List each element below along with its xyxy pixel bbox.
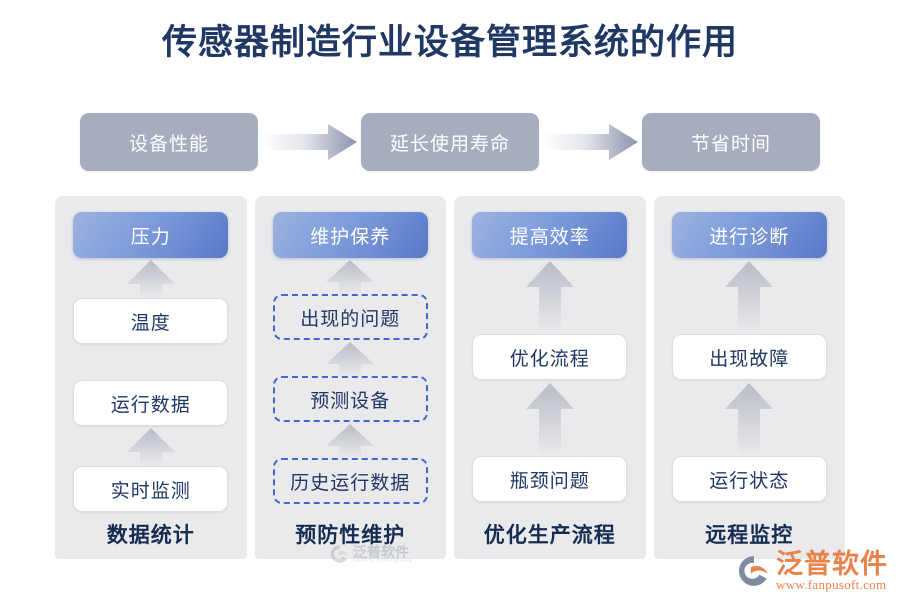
- column-node-2-1[interactable]: 出现的问题: [272, 294, 428, 340]
- column-node-1-3[interactable]: 实时监测: [73, 466, 229, 512]
- arrow-up-icon: [123, 426, 179, 466]
- column-node-4-2[interactable]: 运行状态: [671, 456, 827, 502]
- column-node-1-1[interactable]: 温度: [73, 298, 229, 344]
- column-footer-1: 数据统计: [106, 523, 195, 547]
- columns-container: 压力 温度 运行数据 实时监测: [55, 196, 845, 559]
- fanpu-swoosh-icon: [738, 556, 768, 586]
- column-stack-3: 提高效率 优化流程 瓶颈问题: [454, 212, 646, 512]
- column-panel-2: 维护保养 出现的问题 预测设备: [254, 196, 447, 559]
- column-footer-3: 优化生产流程: [483, 523, 616, 547]
- arrow-up-icon: [322, 340, 378, 376]
- arrow-up-icon: [322, 422, 378, 458]
- arrow-right-icon: [539, 122, 642, 162]
- top-flow-box-1[interactable]: 设备性能: [80, 113, 258, 171]
- column-footer-4: 远程监控: [705, 523, 794, 547]
- column-panel-4: 进行诊断 出现故障 运行状态 远程监控: [653, 196, 846, 559]
- column-node-1-2[interactable]: 运行数据: [73, 380, 229, 426]
- arrow-up-icon: [123, 258, 179, 298]
- column-stack-4: 进行诊断 出现故障 运行状态: [654, 212, 846, 512]
- arrow-right-icon: [258, 122, 361, 162]
- column-node-2-2[interactable]: 预测设备: [272, 376, 428, 422]
- column-header-2[interactable]: 维护保养: [272, 212, 428, 258]
- arrow-up-icon: [721, 258, 777, 334]
- column-node-4-1[interactable]: 出现故障: [671, 334, 827, 380]
- column-node-3-2[interactable]: 瓶颈问题: [472, 456, 628, 502]
- page-title: 传感器制造行业设备管理系统的作用: [161, 23, 738, 62]
- brand-logo[interactable]: 泛普软件 www.fanpusoft.com: [737, 550, 888, 592]
- column-stack-2: 维护保养 出现的问题 预测设备: [255, 212, 447, 512]
- arrow-up-icon: [322, 258, 378, 294]
- column-header-4[interactable]: 进行诊断: [671, 212, 827, 258]
- column-panel-3: 提高效率 优化流程 瓶颈问题 优化生产流程: [454, 196, 646, 559]
- top-flow-row: 设备性能 延长使用寿命 节省时间: [80, 113, 820, 171]
- arrow-up-icon: [721, 380, 777, 456]
- logo-text: 泛普软件 www.fanpusoft.com: [776, 550, 888, 592]
- logo-url: www.fanpusoft.com: [776, 577, 887, 593]
- column-panel-1: 压力 温度 运行数据 实时监测: [55, 196, 247, 559]
- column-header-1[interactable]: 压力: [73, 212, 229, 258]
- top-flow-box-2[interactable]: 延长使用寿命: [361, 113, 539, 171]
- column-header-3[interactable]: 提高效率: [472, 212, 628, 258]
- column-node-2-3[interactable]: 历史运行数据: [272, 458, 428, 504]
- column-footer-2: 预防性维护: [295, 523, 406, 547]
- arrow-up-icon: [522, 258, 578, 334]
- column-stack-1: 压力 温度 运行数据 实时监测: [55, 212, 247, 512]
- watermark-sub: FANPU SOFTWARE: [353, 557, 414, 564]
- logo-brand: 泛普软件: [776, 549, 888, 580]
- arrow-up-icon: [522, 380, 578, 456]
- top-flow-box-3[interactable]: 节省时间: [642, 113, 820, 171]
- column-node-3-1[interactable]: 优化流程: [472, 334, 628, 380]
